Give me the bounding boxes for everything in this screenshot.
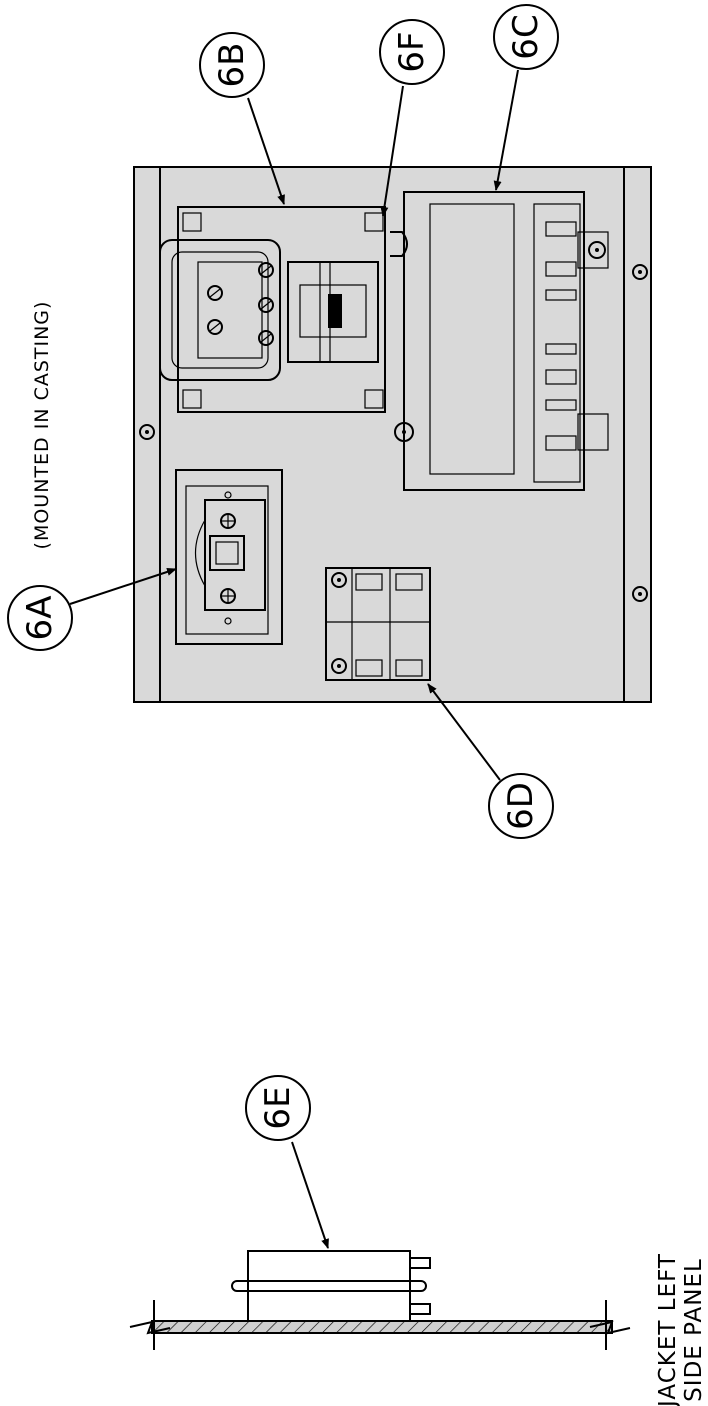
panel-screw-icon (139, 424, 155, 440)
callout-6e-label: 6E (258, 1086, 298, 1129)
callout-6b-label: 6B (212, 43, 252, 88)
callout-6a-label: 6A (20, 596, 60, 641)
terminal-screw-icon (207, 319, 223, 335)
component-6b-relay (159, 206, 386, 413)
callout-6a: 6A (7, 585, 73, 651)
terminal-screw-icon (258, 330, 274, 346)
panel-screw-icon (632, 264, 648, 280)
panel-label-line1: JACKET LEFT (655, 1253, 681, 1406)
callout-6c-label: 6C (506, 14, 546, 59)
module-screw-icon (394, 422, 414, 442)
callout-6d-label: 6D (501, 782, 541, 830)
callout-6c: 6C (493, 4, 559, 70)
component-6e-device (231, 1250, 431, 1322)
panel-label-line2: SIDE PANEL (681, 1258, 707, 1402)
panel-screw-icon (632, 586, 648, 602)
callout-6f-label: 6F (392, 31, 432, 72)
jacket-left-side-panel (129, 1300, 631, 1350)
terminal-screw-icon (331, 572, 347, 588)
module-screw-icon (588, 241, 606, 259)
component-6c-control-module (390, 191, 609, 491)
callout-6d: 6D (488, 773, 554, 839)
terminal-screw-icon (258, 262, 274, 278)
switch-screw-icon (220, 513, 236, 529)
callout-6b: 6B (199, 32, 265, 98)
leader-lines (69, 69, 519, 1249)
terminal-screw-icon (258, 297, 274, 313)
terminal-screw-icon (331, 658, 347, 674)
component-6d-terminal-strip (325, 567, 431, 681)
component-6a-switch (175, 469, 283, 645)
callout-6f: 6F (379, 19, 445, 85)
mounted-in-casting-note: (MOUNTED IN CASTING) (31, 301, 53, 550)
callout-6e: 6E (245, 1075, 311, 1141)
switch-screw-icon (220, 588, 236, 604)
terminal-screw-icon (207, 285, 223, 301)
